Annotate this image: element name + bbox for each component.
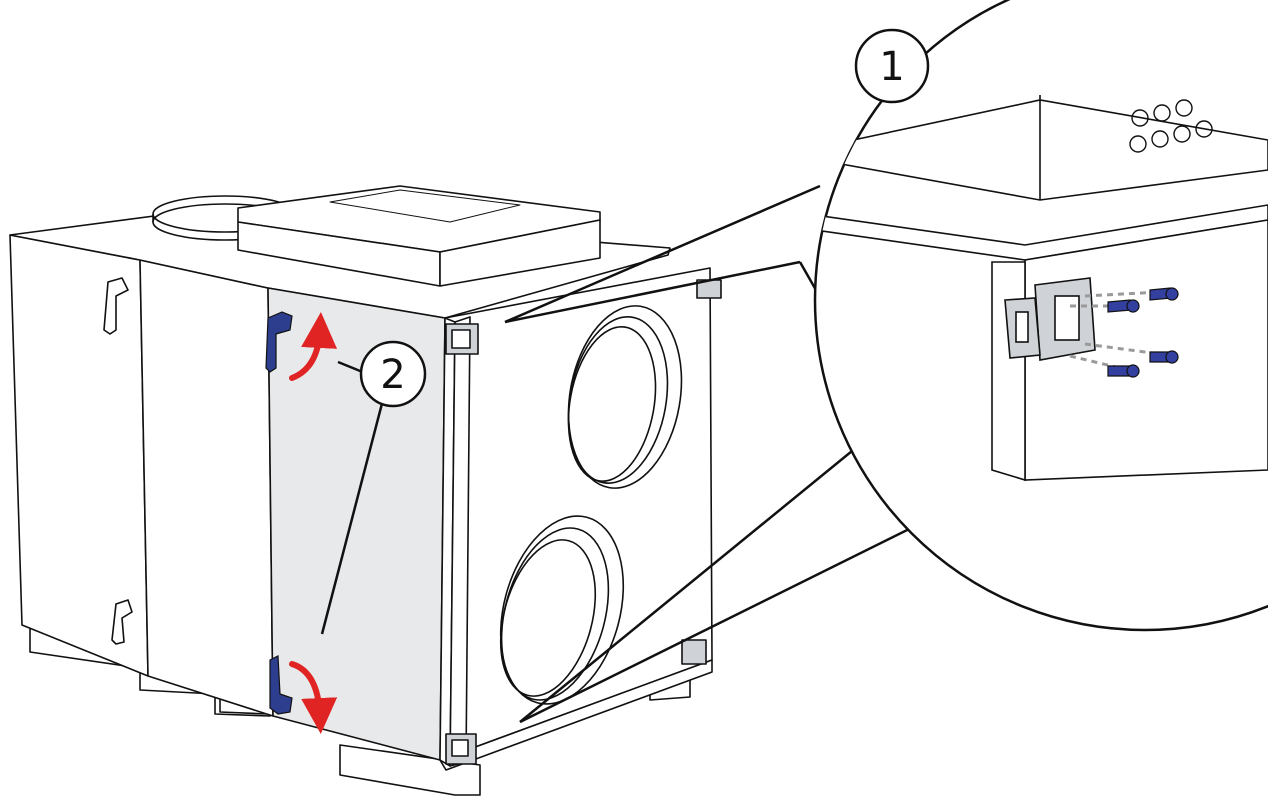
callout-2-label: 2: [380, 352, 405, 398]
callout-1: 1: [854, 28, 930, 104]
electrical-box: [237, 185, 601, 287]
screw-icon: [1107, 287, 1179, 378]
duct-opening-lower: [499, 515, 625, 705]
hinge-icon: [445, 279, 722, 765]
duct-opening-upper: [567, 305, 683, 489]
door-handle-icon: [265, 311, 293, 715]
callout-1-label: 1: [879, 44, 904, 90]
hinge-icon: [1004, 277, 1096, 361]
middle-panel: [139, 259, 274, 717]
callout-2: 2: [359, 340, 427, 408]
door-handle-icon: [103, 277, 133, 645]
rotate-arrow-icon: [289, 312, 338, 734]
port-row: [1129, 99, 1213, 153]
detail-magnifier: [813, 0, 1268, 632]
